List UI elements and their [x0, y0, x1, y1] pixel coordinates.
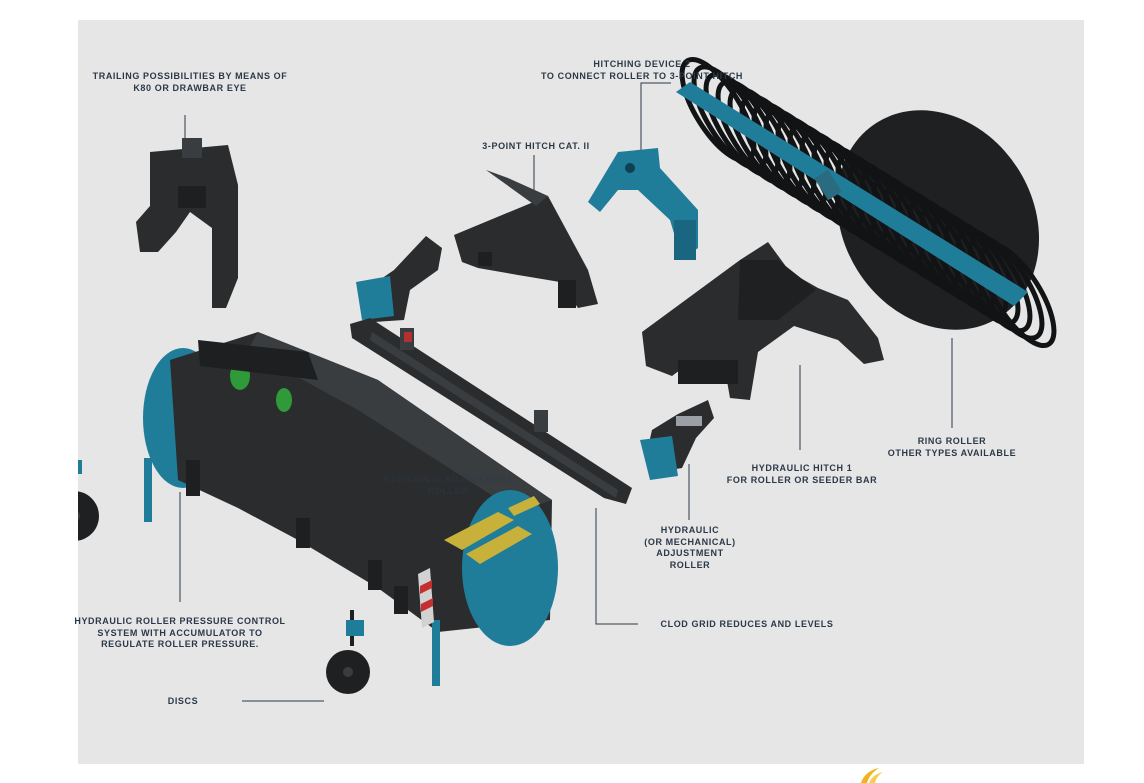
hitching-device-2-part — [588, 148, 698, 260]
ring-roller-part — [676, 56, 1057, 349]
label-hydraulic-hitch-1: HYDRAULIC HITCH 1 FOR ROLLER OR SEEDER B… — [726, 463, 878, 485]
leader-lines — [179, 82, 953, 702]
label-hitching-device-2: HITCHING DEVICE 2 TO CONNECT ROLLER TO 3… — [540, 59, 744, 81]
disc-bottom-part — [326, 610, 370, 694]
ring-roller-ring — [979, 241, 1057, 349]
three-point-hitch-part — [454, 170, 598, 308]
diagram-panel: HYDRAULIC ADJUSTMENT ROLLER — [78, 20, 1084, 764]
disc-left-part — [78, 460, 99, 541]
label-clod-grid: CLOD GRID REDUCES AND LEVELS — [660, 619, 834, 629]
ring-roller-ring — [967, 234, 1045, 341]
overlaid-ghost-label: HYDRAULIC ADJUSTMENT ROLLER — [383, 474, 513, 496]
label-hydraulic-adjustment-roller: HYDRAULIC (OR MECHANICAL) ADJUSTMENT ROL… — [644, 525, 736, 570]
adjustment-roller-bracket-part — [640, 400, 714, 480]
label-trailing-possibilities: TRAILING POSSIBILITIES BY MEANS OF K80 O… — [92, 71, 288, 93]
main-rotary-machine-part — [143, 332, 558, 686]
label-discs: DISCS — [167, 696, 199, 706]
label-three-point-hitch: 3-POINT HITCH CAT. II — [482, 141, 590, 151]
ring-roller-ring — [955, 227, 1033, 334]
adjustment-bracket-upper-part — [356, 236, 442, 322]
k80-bracket-part — [136, 138, 238, 308]
brand-swirl-logo — [861, 768, 883, 783]
hydraulic-hitch-1-part — [642, 242, 884, 400]
label-ring-roller: RING ROLLER OTHER TYPES AVAILABLE — [887, 436, 1017, 458]
clod-grid-part — [350, 318, 632, 504]
exploded-machine-illustration — [78, 56, 1057, 702]
label-pressure-control: HYDRAULIC ROLLER PRESSURE CONTROL SYSTEM… — [74, 616, 286, 649]
